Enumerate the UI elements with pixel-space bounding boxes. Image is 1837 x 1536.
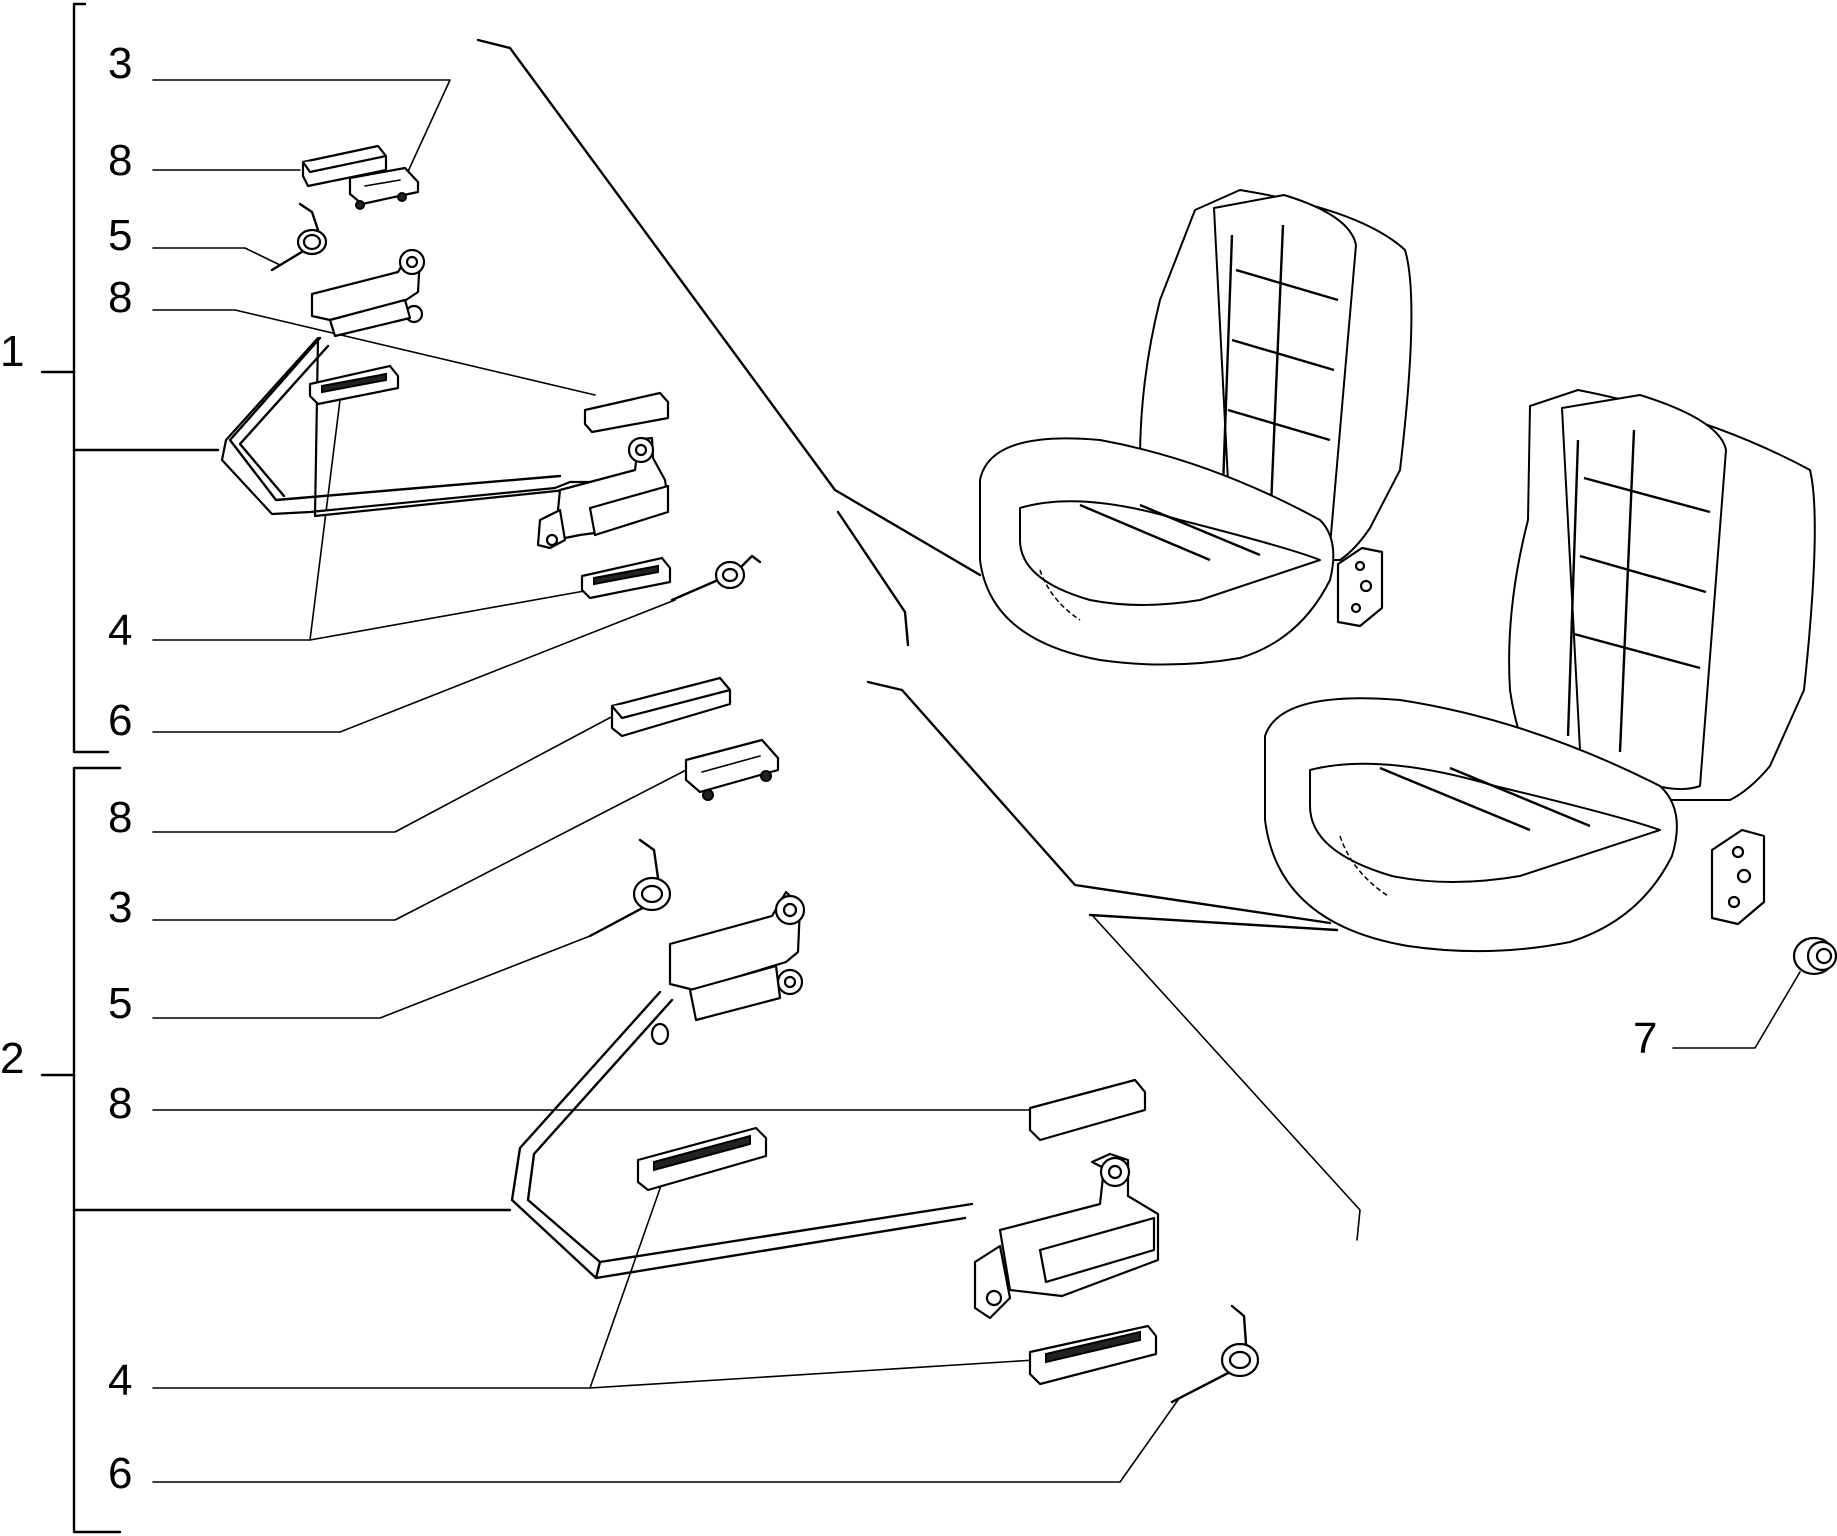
pad-4-bottom-a xyxy=(636,1126,768,1192)
callout-8-second: 8 xyxy=(108,273,132,322)
seat-upper-recliner-plate xyxy=(1336,546,1384,628)
pad-4-top-a xyxy=(308,364,400,406)
hinge-bottom xyxy=(668,890,806,1022)
seat-lower-quilting xyxy=(1566,429,1711,753)
hinge-top xyxy=(310,248,426,338)
callout-8-third: 8 xyxy=(108,793,132,842)
callout-5-top: 5 xyxy=(108,211,132,260)
pad-3-bottom xyxy=(684,738,780,801)
relation-lines xyxy=(476,38,1361,1241)
callout-6-bottom: 6 xyxy=(108,1449,132,1498)
callout-1: 1 xyxy=(0,327,24,376)
pad-4-top-b xyxy=(580,556,672,600)
seat-lower-recliner-plate xyxy=(1710,828,1766,926)
hinge-right-bottom xyxy=(973,1152,1160,1320)
release-lever-assembly-1 xyxy=(220,144,762,602)
assembly-2-bracket xyxy=(40,766,512,1534)
pad-8-second xyxy=(583,391,670,434)
assembly-1-bracket xyxy=(40,2,220,754)
callout-8-fourth: 8 xyxy=(108,1079,132,1128)
callout-5-bottom: 5 xyxy=(108,979,132,1028)
pad-3-top xyxy=(348,166,420,210)
release-lever-assembly-2 xyxy=(510,676,1260,1404)
pad-8-fourth xyxy=(1028,1078,1147,1142)
callout-6-top: 6 xyxy=(108,696,132,745)
lever-rod-top xyxy=(220,336,592,518)
hinge-right-top xyxy=(536,436,670,550)
bushing-7 xyxy=(1792,936,1837,976)
callout-3-top: 3 xyxy=(108,39,132,88)
spring-5-top xyxy=(270,202,328,272)
callout-7: 7 xyxy=(1633,1014,1657,1063)
callout-4-bottom: 4 xyxy=(108,1356,132,1405)
spring-5-bottom xyxy=(588,838,672,938)
seat-upper xyxy=(979,189,1413,666)
lever-rod-bottom xyxy=(510,990,974,1280)
pad-8-top xyxy=(301,144,388,188)
spring-6-bottom xyxy=(1170,1304,1260,1404)
callout-8-top: 8 xyxy=(108,136,132,185)
spring-6-top xyxy=(670,554,762,602)
callout-4-top: 4 xyxy=(108,606,132,655)
leader-lines-assembly-2 xyxy=(152,714,1801,1483)
pad-8-third xyxy=(610,676,732,738)
seat-lower xyxy=(1264,389,1816,953)
seat-upper-quilting xyxy=(1220,224,1339,531)
leader-lines-assembly-1 xyxy=(152,79,676,733)
pad-4-bottom-b xyxy=(1028,1324,1158,1386)
callout-3-bottom: 3 xyxy=(108,883,132,932)
callout-2: 2 xyxy=(0,1034,24,1083)
